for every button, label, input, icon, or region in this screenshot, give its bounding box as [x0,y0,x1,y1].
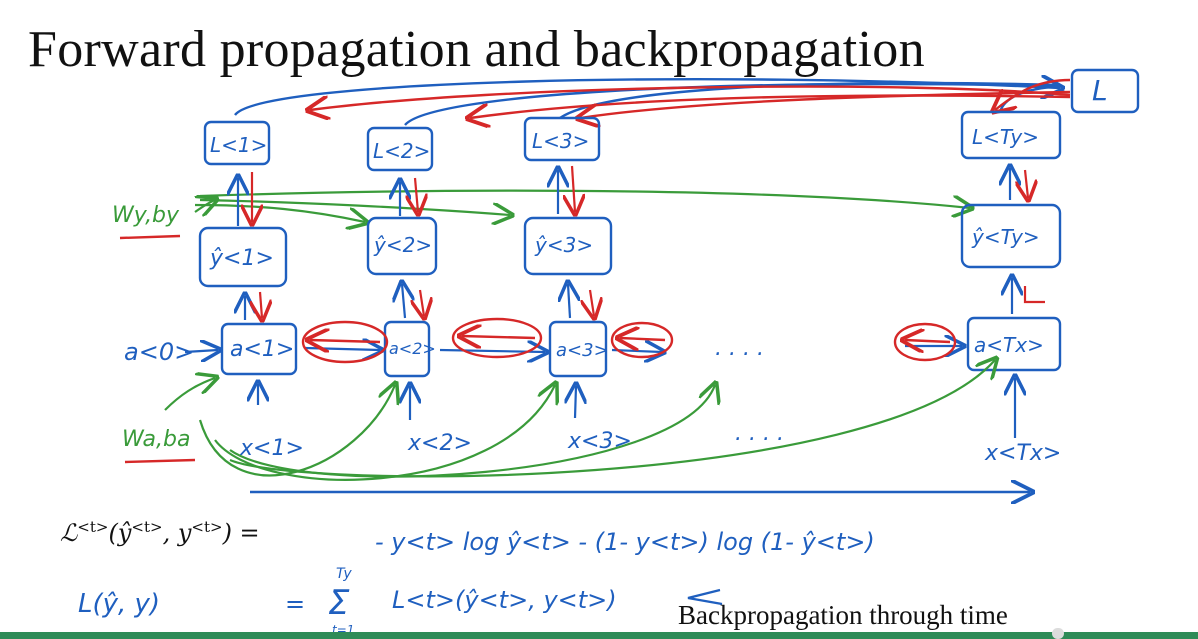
loss2-to-yhat2-back-arrow [415,177,418,212]
wa-to-a2-arrow [198,385,395,477]
a-yhat-arrows [245,278,1045,320]
wy-to-yhat2-arrow [194,203,365,222]
aTx-to-prev-back-circle [893,322,957,362]
a1-to-a2-arrow [304,348,380,350]
aTx-to-prev-back-arrow [905,340,951,342]
yhat-row: ŷ<1> ŷ<2> ŷ<3> ŷ<Ty> [198,203,1062,288]
yhat-loss-arrows [238,166,1028,226]
total-loss-lhs: L(ŷ, y) [78,589,160,619]
sum-upper-limit: Ty [336,566,352,582]
yhat-node-1-label: ŷ<1> [209,246,274,271]
a-node-3 [548,320,608,378]
wa-to-a1-arrow [164,378,215,411]
loss-node-1-label: L<1> [210,133,267,157]
params-y-label: Wy,by [112,203,180,228]
yhat-node-Ty [960,203,1062,269]
loss-symbol: ℒ [60,519,78,547]
loss-node-Ty [960,110,1062,160]
loss-args-mid: , y [162,519,192,547]
next-to-a3-back-circle [610,321,674,359]
yhat2-to-a2-back-arrow [420,289,424,316]
a0-to-a1-arrow [184,350,218,352]
x-input-2: x<2> [407,431,472,456]
yhat-node-Ty-label: ŷ<Ty> [971,225,1040,249]
wa-param-arrows [164,360,995,481]
x3-to-a3-arrow [575,386,576,419]
wa-to-a3-arrow [214,385,555,481]
a2-to-a1-back-circle [301,320,389,364]
activation-row: a<1> a<2> a<3> a<Tx> [220,316,1062,378]
a2-to-yhat2-arrow [402,284,405,319]
a0-label: a<0> [124,338,194,366]
loss-node-Ty-label: L<Ty> [972,125,1039,149]
total-loss-box [1070,68,1140,114]
x-input-3: x<3> [567,429,632,454]
x-input-Tx: x<Tx> [984,441,1061,466]
input-row: x<1> x<2> x<3> x<Tx> [239,429,1061,466]
total-to-lossTy-back-arrow [995,78,1071,110]
a-node-Tx [966,316,1062,372]
loss-formula-lhs: ℒ<t>(ŷ<t>, y<t>) = [60,518,260,547]
loss-node-2 [366,126,434,172]
yhat1-to-a1-back-arrow [260,291,262,318]
loss-node-3 [523,116,601,162]
loss-node-2-label: L<2> [373,139,430,163]
yhat-node-3 [523,216,613,276]
backprop-note-arrow [687,588,723,606]
a3-to-a2-back-arrow [462,336,536,338]
a3-to-a2-back-circle [451,317,543,359]
params-a-label: Wa,ba [122,427,190,452]
total-loss-label: L [1092,74,1108,107]
loss-symbol-sup: <t> [77,518,109,536]
sum-symbol: Σ [328,583,350,623]
total-loss-rhs: L<t>(ŷ<t>, y<t>) [392,586,617,614]
a-node-2-label: a<2> [389,339,436,358]
yhat-sup: <t> [131,518,163,536]
loss3-to-yhat3-back-arrow [572,165,575,212]
total-to-loss1-back-arrow [310,85,1071,110]
a-node-1-label: a<1> [230,337,294,362]
yhat-node-2-label: ŷ<2> [373,233,432,257]
a-node-3-label: a<3> [556,340,609,361]
middle-dots-row: . . . . [715,336,764,361]
loss-backprop-arrows [310,78,1071,118]
next-to-a3-back-arrow [620,338,666,340]
yhat-node-1 [198,226,288,288]
a3-to-yhat3-arrow [568,284,570,319]
wa-to-next-arrow [229,385,715,478]
loss-node-3-label: L<3> [532,129,589,153]
wy-to-yhatTy-arrow [199,189,970,208]
recurrent-backward-arrows [301,317,957,364]
input-dots-row: . . . . [735,421,784,446]
total-to-loss2-back-arrow [470,94,1071,118]
yhat-node-2 [366,216,438,276]
x-input-1: x<1> [239,436,304,461]
total-loss-equals: = [285,590,305,618]
progress-knob[interactable] [1052,628,1064,639]
wa-to-aTx-arrow [229,360,995,478]
bptt-caption: Backpropagation through time [678,600,1008,630]
wy-to-yhat3-arrow [199,198,510,215]
loss-row: L<1> L<2> L<3> L<Ty> [203,110,1062,172]
yhatTy-to-aTx-back-arrow [1023,286,1045,304]
loss-args-close: ) = [222,519,260,547]
yhat3-to-a3-back-arrow [590,289,594,316]
slide-title: Forward propagation and backpropagation [28,21,925,78]
y-sup: <t> [191,518,223,536]
progress-bar [0,632,1198,639]
wy-param-arrows [194,189,970,222]
loss-args-open: (ŷ [108,519,132,547]
params-a-underline [124,458,196,464]
loss-node-1 [203,120,271,166]
loss-formula-rhs: - y<t> log ŷ<t> - (1- y<t>) log (1- ŷ<t>… [375,528,875,556]
a2-to-a1-back-arrow [310,340,381,342]
input-arrows [258,378,1015,438]
params-y-underline [119,234,181,240]
a-node-Tx-label: a<Tx> [974,333,1044,357]
yhat-node-3-label: ŷ<3> [534,233,593,257]
lossTy-to-yhatTy-back-arrow [1025,169,1028,198]
